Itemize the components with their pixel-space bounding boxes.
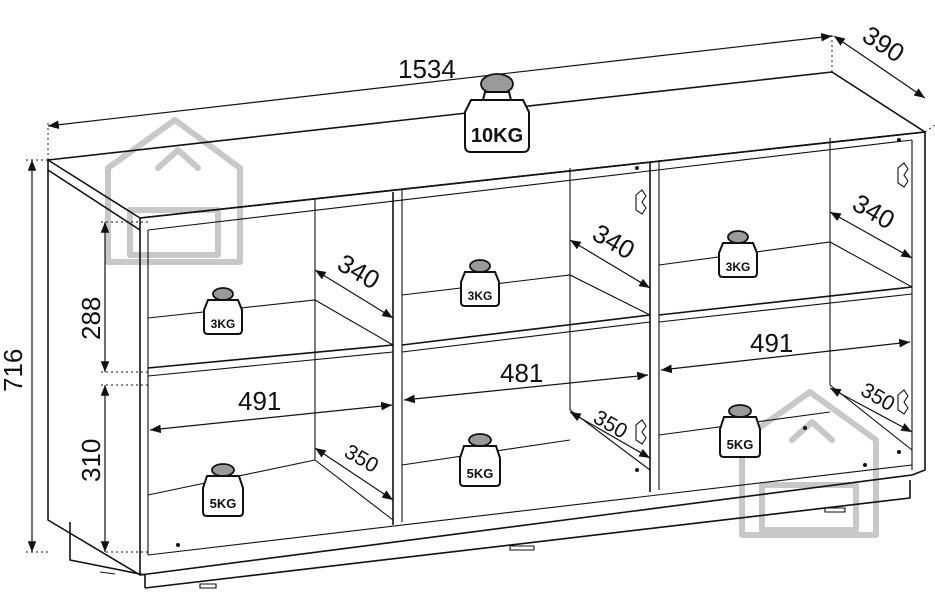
weight-icon: 3KG: [460, 259, 500, 307]
shelf-depth-lower-left: 350: [340, 440, 382, 477]
weight-icon: 3KG: [203, 287, 243, 335]
upper-height-label: 288: [76, 297, 106, 340]
weight-icon: 5KG: [202, 463, 244, 517]
load-lower-right: 5KG: [727, 437, 754, 452]
load-top: 10KG: [471, 125, 523, 147]
shelf-width-middle: 481: [500, 358, 543, 388]
weight-icon: 5KG: [459, 433, 501, 487]
width-label: 1534: [398, 54, 456, 84]
weight-icon: 5KG: [719, 404, 761, 458]
shelf-depth-upper-middle: 340: [588, 218, 641, 266]
shelf-width-right: 491: [750, 328, 793, 358]
sideboard-body: [47, 71, 926, 589]
shelf-depth-lower-right: 350: [857, 379, 899, 416]
shelf-depth-upper-right: 340: [848, 188, 901, 236]
house-watermark-icon: [739, 389, 879, 538]
weight-icon: 10KG: [464, 73, 530, 153]
load-lower-left: 5KG: [210, 496, 237, 511]
load-lower-middle: 5KG: [467, 466, 494, 481]
weight-icon: 3KG: [718, 230, 758, 278]
load-upper-middle: 3KG: [468, 289, 493, 303]
height-label: 716: [0, 349, 28, 392]
load-upper-left: 3KG: [211, 317, 236, 331]
lower-height-label: 310: [76, 439, 106, 482]
load-upper-right: 3KG: [726, 260, 751, 274]
shelf-depth-lower-middle: 350: [589, 406, 631, 443]
shelf-depth-upper-left: 340: [333, 248, 386, 296]
shelf-width-left: 491: [238, 386, 281, 416]
depth-label: 390: [857, 20, 910, 69]
